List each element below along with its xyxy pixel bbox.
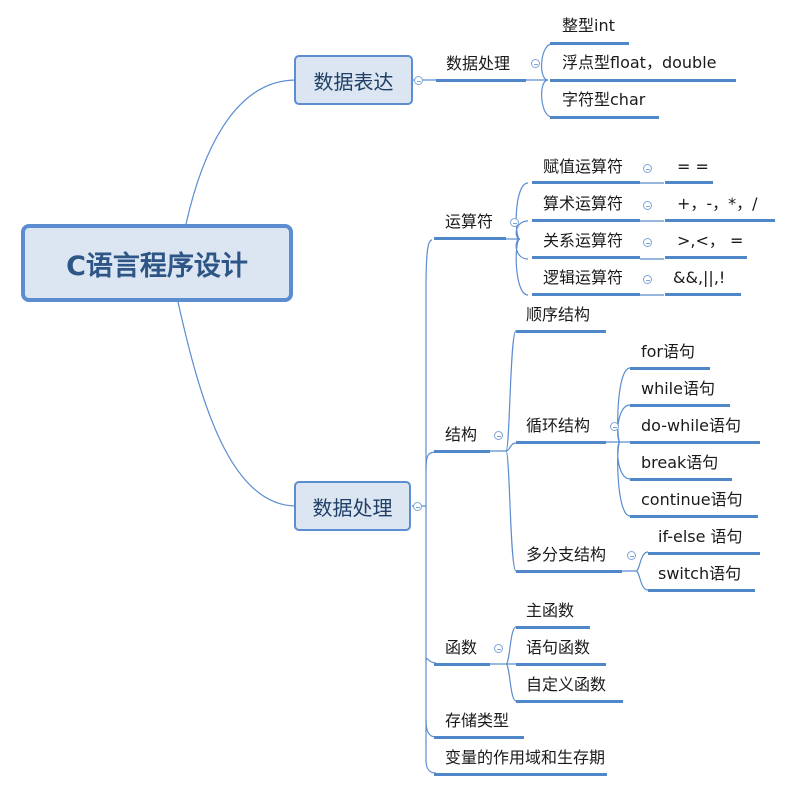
topic-label[interactable]: 运算符 xyxy=(445,212,494,231)
subtopic-label[interactable]: 自定义函数 xyxy=(526,675,607,694)
leaf-underline xyxy=(648,589,755,592)
subtopic-underline xyxy=(532,181,640,184)
collapse-toggle-icon[interactable] xyxy=(510,218,519,227)
topic-underline xyxy=(434,663,490,666)
topic-label[interactable]: 存储类型 xyxy=(445,711,510,730)
subtopic-label[interactable]: 算术运算符 xyxy=(543,194,624,213)
topic-label[interactable]: 变量的作用域和生存期 xyxy=(445,748,606,767)
subtopic-underline xyxy=(532,219,640,222)
subtopic-label[interactable]: 逻辑运算符 xyxy=(543,268,624,287)
collapse-toggle-icon[interactable] xyxy=(643,275,652,284)
collapse-toggle-icon[interactable] xyxy=(494,431,503,440)
main-topic-label: 数据表达 xyxy=(313,69,394,94)
leaf-label[interactable]: = = xyxy=(677,157,709,176)
subtopic-label[interactable]: 多分支结构 xyxy=(526,545,607,564)
connector xyxy=(425,451,437,738)
connector xyxy=(506,182,529,296)
subtopic-underline xyxy=(516,626,590,629)
leaf-label[interactable]: do-while语句 xyxy=(641,416,741,435)
leaf-label[interactable]: switch语句 xyxy=(658,564,742,583)
connector xyxy=(640,182,664,296)
subtopic-label[interactable]: 整型int xyxy=(562,16,615,35)
leaf-underline xyxy=(665,219,775,222)
subtopic-underline xyxy=(516,663,606,666)
connector xyxy=(490,626,517,702)
leaf-label[interactable]: continue语句 xyxy=(641,490,743,509)
leaf-label[interactable]: +，-，*，/ xyxy=(677,194,758,213)
topic-underline xyxy=(434,773,607,776)
collapse-toggle-icon[interactable] xyxy=(413,502,422,511)
leaf-label[interactable]: while语句 xyxy=(641,379,715,398)
subtopic-underline xyxy=(516,441,606,444)
leaf-label[interactable]: for语句 xyxy=(641,342,696,361)
topic-underline xyxy=(436,79,526,82)
topic-underline xyxy=(434,450,490,453)
subtopic-underline xyxy=(532,256,640,259)
leaf-underline xyxy=(665,181,713,184)
subtopic-underline xyxy=(550,116,659,119)
main-topic-data-processing[interactable]: 数据处理 xyxy=(294,481,411,531)
leaf-label[interactable]: break语句 xyxy=(641,453,719,472)
connector xyxy=(606,367,631,517)
main-topic-label: 数据处理 xyxy=(312,495,393,520)
collapse-toggle-icon[interactable] xyxy=(643,164,652,173)
connector xyxy=(490,330,517,572)
leaf-underline xyxy=(630,441,760,444)
topic-label[interactable]: 结构 xyxy=(445,425,478,444)
subtopic-underline xyxy=(550,79,736,82)
subtopic-underline xyxy=(550,42,629,45)
leaf-label[interactable]: >,<， = xyxy=(677,231,744,250)
collapse-toggle-icon[interactable] xyxy=(414,76,423,85)
subtopic-underline xyxy=(516,700,623,703)
leaf-underline xyxy=(630,404,730,407)
root-node-label: C语言程序设计 xyxy=(66,250,248,282)
connector xyxy=(622,551,649,591)
collapse-toggle-icon[interactable] xyxy=(627,551,636,560)
collapse-toggle-icon[interactable] xyxy=(643,201,652,210)
leaf-underline xyxy=(630,478,732,481)
topic-label[interactable]: 函数 xyxy=(445,638,478,657)
subtopic-label[interactable]: 关系运算符 xyxy=(543,231,624,250)
subtopic-label[interactable]: 浮点型float，double xyxy=(562,53,717,72)
subtopic-underline xyxy=(532,293,640,296)
subtopic-label[interactable]: 赋值运算符 xyxy=(543,157,624,176)
subtopic-label[interactable]: 字符型char xyxy=(562,90,646,109)
leaf-underline xyxy=(630,515,758,518)
connector-root-to-data-expression xyxy=(185,79,297,225)
subtopic-underline xyxy=(516,570,622,573)
subtopic-underline xyxy=(516,330,606,333)
leaf-label[interactable]: &&,||,! xyxy=(673,268,726,287)
topic-underline xyxy=(434,736,524,739)
leaf-underline xyxy=(665,293,741,296)
connector xyxy=(526,43,553,118)
collapse-toggle-icon[interactable] xyxy=(494,644,503,653)
subtopic-label[interactable]: 语句函数 xyxy=(526,638,591,657)
collapse-toggle-icon[interactable] xyxy=(643,238,652,247)
subtopic-label[interactable]: 顺序结构 xyxy=(526,305,591,324)
leaf-label[interactable]: if-else 语句 xyxy=(658,527,743,546)
collapse-toggle-icon[interactable] xyxy=(531,59,540,68)
subtopic-label[interactable]: 循环结构 xyxy=(526,416,591,435)
leaf-underline xyxy=(665,256,747,259)
leaf-underline xyxy=(630,367,710,370)
topic-label[interactable]: 数据处理 xyxy=(446,54,511,73)
leaf-underline xyxy=(648,552,760,555)
root-node[interactable]: C语言程序设计 xyxy=(21,224,293,302)
topic-underline xyxy=(434,237,506,240)
connector-root-to-data-processing xyxy=(177,301,297,507)
subtopic-label[interactable]: 主函数 xyxy=(526,601,575,620)
collapse-toggle-icon[interactable] xyxy=(610,422,619,431)
main-topic-data-expression[interactable]: 数据表达 xyxy=(294,55,413,105)
